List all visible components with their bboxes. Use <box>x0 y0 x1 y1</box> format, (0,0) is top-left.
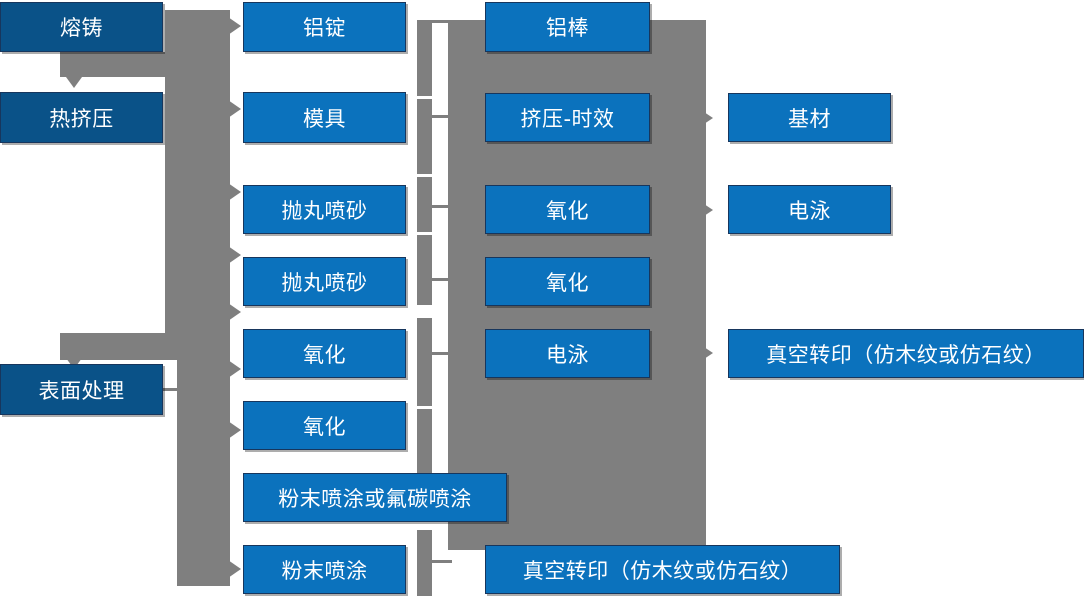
process-label-electrophoresis-col3: 电泳 <box>546 342 589 367</box>
stage-label-hot-extrusion: 热挤压 <box>49 106 114 131</box>
arrow-to-powder-coating <box>228 560 241 578</box>
surface-treatment-connector-line <box>163 388 185 391</box>
process-label-powder-coating: 粉末喷涂 <box>281 558 368 583</box>
arrow-to-shot-blasting-2 <box>228 246 241 264</box>
process-label-shot-blasting-2: 抛丸喷砂 <box>281 270 368 295</box>
process-box-shot-blasting-2[interactable]: 抛丸喷砂 <box>243 257 406 306</box>
arrow-to-oxidation-col2-1 <box>228 303 241 321</box>
process-label-aluminum-bar: 铝棒 <box>546 16 589 40</box>
mid-tie-line-3 <box>430 205 452 208</box>
mid-bar-segment-7 <box>417 530 432 596</box>
arrow-to-electrophoresis-col4 <box>704 204 713 216</box>
mid-bar-segment-3 <box>417 177 432 232</box>
arrow-to-oxidation-col2-2 <box>228 360 241 378</box>
process-box-oxidation-col2-1[interactable]: 氧化 <box>243 329 406 378</box>
process-box-aluminum-ingot[interactable]: 铝锭 <box>243 2 406 52</box>
process-box-vacuum-transfer-col3[interactable]: 真空转印（仿木纹或仿石纹） <box>485 545 840 594</box>
process-label-base-material: 基材 <box>788 106 831 131</box>
arrow-to-mold <box>228 100 241 118</box>
mid-bar-segment-2 <box>417 99 432 174</box>
mid-tie-line-5 <box>430 352 452 355</box>
process-label-electrophoresis-col4: 电泳 <box>788 198 831 223</box>
arrow-to-powder-or-fluorocarbon <box>228 421 241 439</box>
process-box-shot-blasting-1[interactable]: 抛丸喷砂 <box>243 185 406 234</box>
process-box-vacuum-transfer-col4[interactable]: 真空转印（仿木纹或仿石纹） <box>728 329 1084 378</box>
mid-tie-line-2 <box>430 115 452 118</box>
process-box-oxidation-col3-1[interactable]: 氧化 <box>485 185 650 234</box>
process-label-oxidation-col2-1: 氧化 <box>303 342 346 367</box>
left-trunk-lower <box>177 358 230 586</box>
process-label-oxidation-col2-2: 氧化 <box>303 414 346 439</box>
process-box-mold[interactable]: 模具 <box>243 92 406 143</box>
mid-bar-segment-5 <box>417 318 432 406</box>
arrow-to-vacuum-transfer-col4 <box>704 347 713 359</box>
process-box-electrophoresis-col3[interactable]: 电泳 <box>485 329 650 378</box>
process-box-base-material[interactable]: 基材 <box>728 93 891 142</box>
process-box-powder-or-fluorocarbon-coating[interactable]: 粉末喷涂或氟碳喷涂 <box>243 473 507 522</box>
process-label-aluminum-ingot: 铝锭 <box>303 16 346 40</box>
stage-label-melt-cast: 熔铸 <box>60 16 103 40</box>
process-label-extrusion-aging: 挤压-时效 <box>520 106 615 131</box>
stage-box-hot-extrusion[interactable]: 热挤压 <box>0 92 163 143</box>
process-label-powder-or-fluorocarbon-coating: 粉末喷涂或氟碳喷涂 <box>278 486 472 511</box>
mid-bar-segment-4 <box>417 235 432 305</box>
process-label-oxidation-col3-1: 氧化 <box>546 198 589 223</box>
process-box-oxidation-col2-2[interactable]: 氧化 <box>243 401 406 450</box>
process-box-powder-coating[interactable]: 粉末喷涂 <box>243 545 406 594</box>
process-box-extrusion-aging[interactable]: 挤压-时效 <box>485 93 650 142</box>
stage-label-surface-treatment: 表面处理 <box>38 378 125 403</box>
stage-box-surface-treatment[interactable]: 表面处理 <box>0 364 163 415</box>
arrow-to-base-material <box>704 112 713 124</box>
arrow-down-to-surface-treatment <box>66 358 82 369</box>
process-box-oxidation-col3-2[interactable]: 氧化 <box>485 257 650 306</box>
arrow-to-shot-blasting-1 <box>228 183 241 201</box>
arrow-down-to-hot-extrusion <box>66 77 82 88</box>
process-label-shot-blasting-1: 抛丸喷砂 <box>281 198 368 223</box>
process-box-aluminum-bar[interactable]: 铝棒 <box>485 2 650 52</box>
process-box-electrophoresis-col4[interactable]: 电泳 <box>728 185 891 234</box>
left-trunk-main <box>165 10 230 360</box>
process-label-oxidation-col3-2: 氧化 <box>546 270 589 295</box>
process-label-mold: 模具 <box>303 106 346 131</box>
arrow-to-aluminum-ingot <box>228 17 241 35</box>
mid-bar-segment-1 <box>417 20 432 96</box>
stage-box-melt-cast[interactable]: 熔铸 <box>0 2 163 52</box>
left-trunk-branch-surface <box>60 333 178 360</box>
mid-tie-line-1 <box>430 20 452 23</box>
process-label-vacuum-transfer-col3: 真空转印（仿木纹或仿石纹） <box>522 558 803 583</box>
process-label-vacuum-transfer-col4: 真空转印（仿木纹或仿石纹） <box>766 342 1046 367</box>
mid-tie-line-6 <box>430 560 452 563</box>
mid-tie-line-4 <box>430 278 452 281</box>
